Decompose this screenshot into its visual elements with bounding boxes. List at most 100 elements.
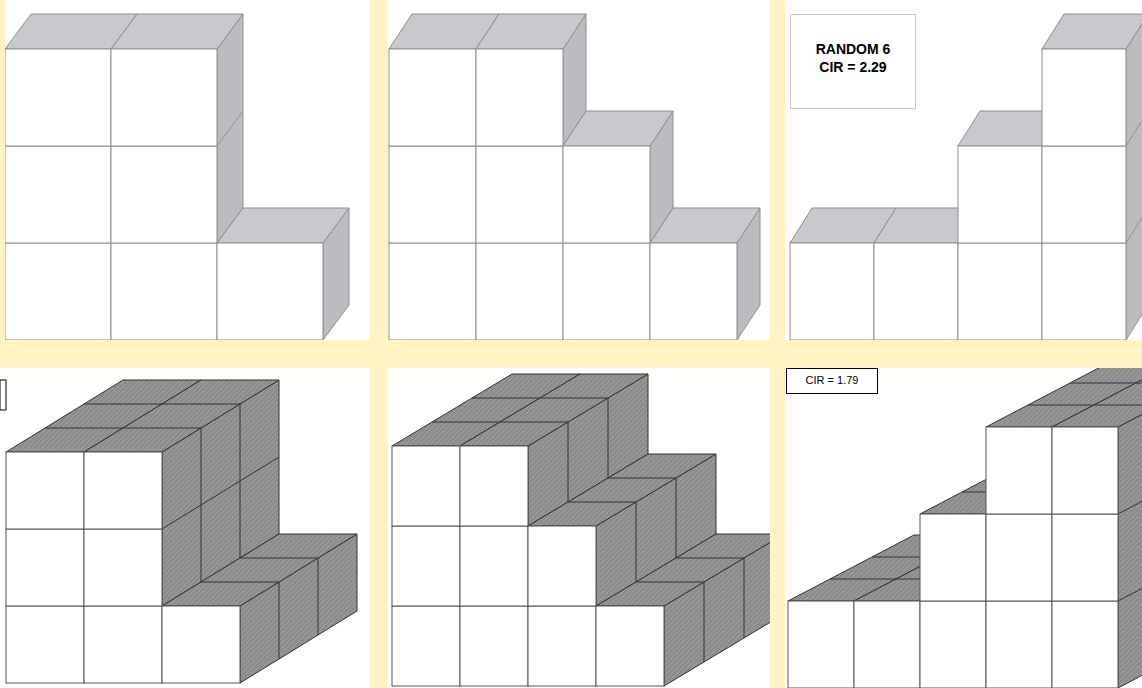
front-face (111, 49, 217, 146)
front-face (84, 452, 162, 529)
cube-edge (540, 398, 608, 399)
front-face (460, 526, 528, 606)
cube-edge (84, 404, 162, 405)
front-face (392, 526, 460, 606)
cube-edge (1126, 208, 1142, 243)
front-face (528, 526, 596, 606)
top-face (1052, 368, 1142, 427)
cube-edge (162, 457, 279, 529)
front-face (958, 243, 1042, 340)
front-face (986, 427, 1052, 514)
front-face (6, 606, 84, 683)
box-text: CIR = 2.29 (797, 59, 909, 75)
cube-edge (676, 558, 744, 559)
cube-edge (1094, 405, 1142, 406)
top-face (111, 14, 243, 49)
front-face (528, 606, 596, 686)
front-face (392, 446, 460, 526)
front-face (392, 606, 460, 686)
front-face (563, 146, 650, 243)
front-face (389, 243, 476, 340)
front-face (5, 243, 111, 340)
front-face (5, 146, 111, 243)
front-face (1042, 243, 1126, 340)
front-face (563, 243, 650, 340)
cube-edge (568, 502, 636, 503)
cube-edge (1070, 383, 1136, 384)
front-face (1052, 514, 1118, 601)
cube-edge (744, 558, 745, 638)
cube-edge (830, 579, 896, 580)
cube-edge (123, 428, 201, 429)
front-face (986, 601, 1052, 688)
front-face (460, 606, 528, 686)
front-face (389, 49, 476, 146)
top-face (162, 534, 357, 606)
front-face (790, 243, 874, 340)
front-face (5, 49, 111, 146)
front-face (986, 514, 1052, 601)
top-face (563, 111, 673, 146)
front-face (111, 243, 217, 340)
front-face (476, 243, 563, 340)
front-face (476, 146, 563, 243)
front-face (460, 446, 528, 526)
box-text: CIR = 1.79 (793, 374, 871, 386)
front-face (1042, 146, 1126, 243)
top-face (596, 534, 770, 606)
info-box: RANDOM 6 CIR = 2.29 (790, 14, 916, 109)
cube-edge (201, 582, 279, 583)
front-face (854, 601, 920, 688)
cube-edge (1136, 383, 1142, 384)
front-face (84, 606, 162, 683)
front-face (596, 606, 664, 686)
front-face (476, 49, 563, 146)
front-face (920, 514, 986, 601)
front-face (1052, 427, 1118, 514)
front-face (874, 243, 958, 340)
cube-edge (240, 558, 318, 559)
cube-edge (45, 428, 123, 429)
front-face (162, 606, 240, 683)
frame-edge (0, 380, 6, 410)
panel (0, 368, 370, 688)
cube-edge (217, 111, 243, 146)
cube-edge (1118, 535, 1142, 601)
front-face (1052, 601, 1118, 688)
panel (5, 0, 370, 340)
cube-edge (279, 582, 280, 659)
front-face (1042, 49, 1126, 146)
cube-edge (608, 478, 676, 479)
top-face (650, 208, 760, 243)
box-text: RANDOM 6 (797, 41, 909, 57)
top-face (217, 208, 349, 243)
front-face (650, 243, 737, 340)
panel (388, 0, 770, 340)
top-face (1042, 14, 1142, 49)
front-face (788, 601, 854, 688)
cube-edge (1118, 448, 1142, 514)
front-face (920, 601, 986, 688)
cube-edge (500, 422, 568, 423)
front-face (6, 529, 84, 606)
top-face (460, 374, 648, 446)
front-face (958, 146, 1042, 243)
cube-edge (704, 582, 705, 662)
side-face (1126, 14, 1142, 340)
cube-edge (162, 404, 240, 405)
cube-edge (472, 398, 540, 399)
cube-edge (1028, 405, 1094, 406)
top-face (84, 380, 279, 452)
front-face (111, 146, 217, 243)
cube-edge (432, 422, 500, 423)
top-face (476, 14, 586, 49)
info-box: CIR = 1.79 (786, 368, 878, 394)
cube-edge (1126, 111, 1142, 146)
top-face (528, 454, 716, 526)
panel (785, 0, 1142, 340)
cube-edge (636, 582, 704, 583)
front-face (217, 243, 323, 340)
front-face (6, 452, 84, 529)
front-face (389, 146, 476, 243)
